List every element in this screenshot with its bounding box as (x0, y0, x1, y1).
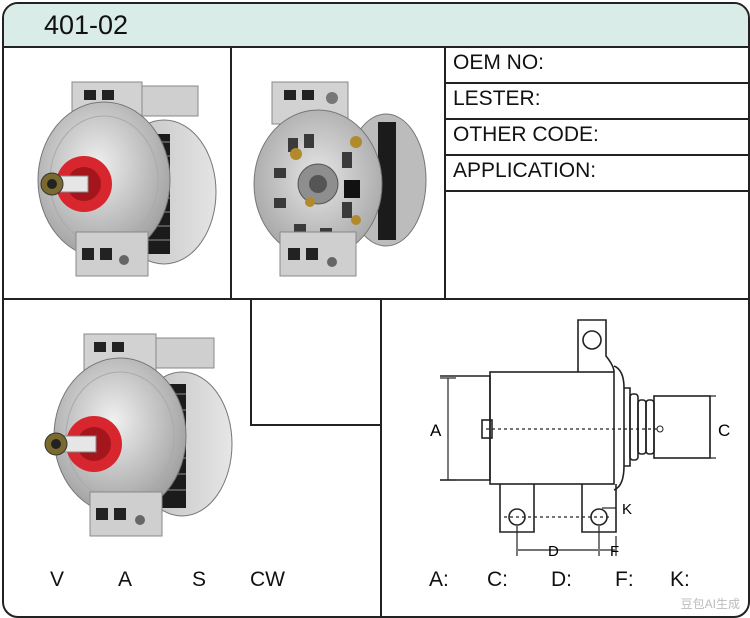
watermark: 豆包AI生成 (680, 597, 740, 611)
dimension-letter-d: D (548, 543, 559, 560)
divider-middle (4, 298, 748, 300)
dimension-label-k: K: (670, 568, 690, 591)
spec-row-lester: LESTER: (444, 82, 748, 120)
dimension-label-f: F: (615, 568, 634, 591)
divider-top-1 (230, 46, 232, 298)
divider-bottom-box (250, 424, 380, 426)
dimension-label-a: A: (429, 568, 449, 591)
terminal-label-a: A (118, 568, 133, 591)
spec-label-oem: OEM NO: (453, 51, 545, 74)
terminal-label-v: V (50, 568, 65, 591)
spec-label-lester: LESTER: (453, 87, 541, 110)
dimension-label-d: D: (551, 568, 572, 591)
spec-label-application: APPLICATION: (453, 159, 597, 182)
terminal-label-cw: CW (250, 568, 285, 591)
part-number-title: 401-02 (44, 10, 129, 40)
divider-bottom-1 (250, 298, 252, 424)
spec-label-other-code: OTHER CODE: (453, 123, 599, 146)
alternator-rear-photo (253, 81, 427, 277)
alternator-front-photo (37, 81, 217, 277)
dimension-letter-k: K (622, 501, 632, 518)
divider-bottom-2 (380, 298, 382, 616)
dimension-label-c: C: (487, 568, 508, 591)
header-bar: 401-02 (4, 4, 748, 48)
dimension-letter-f: F (610, 543, 619, 560)
dimension-letter-a: A (430, 421, 442, 440)
spec-row-application: APPLICATION: (444, 154, 748, 192)
spec-row-oem: OEM NO: (444, 46, 748, 84)
dimension-drawing: A C D F K (430, 319, 730, 560)
spec-row-other-code: OTHER CODE: (444, 118, 748, 156)
divider-top-2 (444, 46, 446, 298)
dimension-letter-c: C (718, 421, 730, 440)
alternator-angled-photo (44, 333, 233, 537)
terminal-label-s: S (192, 568, 207, 591)
